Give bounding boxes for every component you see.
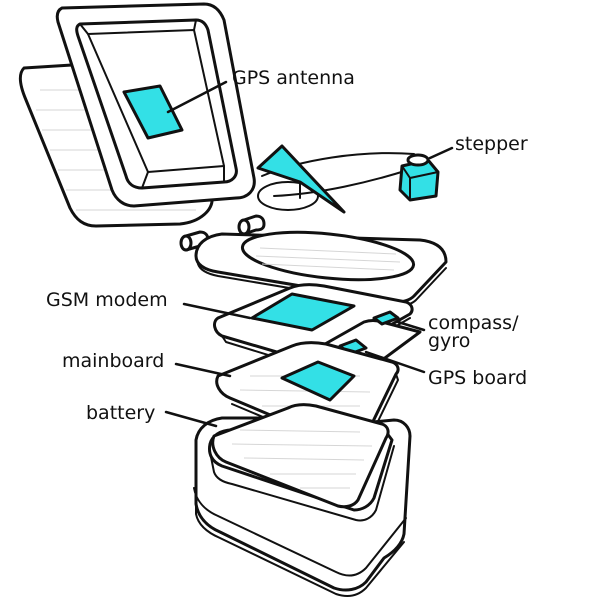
label-stepper: stepper — [455, 133, 528, 155]
battery-base — [193, 403, 412, 597]
compass-chip — [372, 310, 400, 326]
battery-leader — [164, 410, 218, 428]
label-gps-board: GPS board — [428, 367, 528, 389]
stepper-assembly — [256, 144, 440, 214]
label-mainboard: mainboard — [62, 350, 165, 372]
stepper-leader — [428, 146, 454, 160]
gps-board-chip — [280, 360, 356, 402]
mainboard-leader — [174, 362, 232, 378]
gsm-modem-chip — [250, 292, 356, 332]
gps-antenna-leader — [166, 80, 228, 114]
label-gps-antenna: GPS antenna — [232, 67, 355, 89]
label-gsm-modem: GSM modem — [46, 289, 168, 311]
gsm-modem-leader — [182, 302, 252, 320]
gps-antenna-chip — [122, 84, 184, 140]
label-compass-gyro: compass/ gyro — [428, 312, 519, 352]
gps-board-leader — [364, 350, 426, 374]
compass-gyro-leader — [396, 320, 426, 332]
label-battery: battery — [86, 402, 156, 424]
